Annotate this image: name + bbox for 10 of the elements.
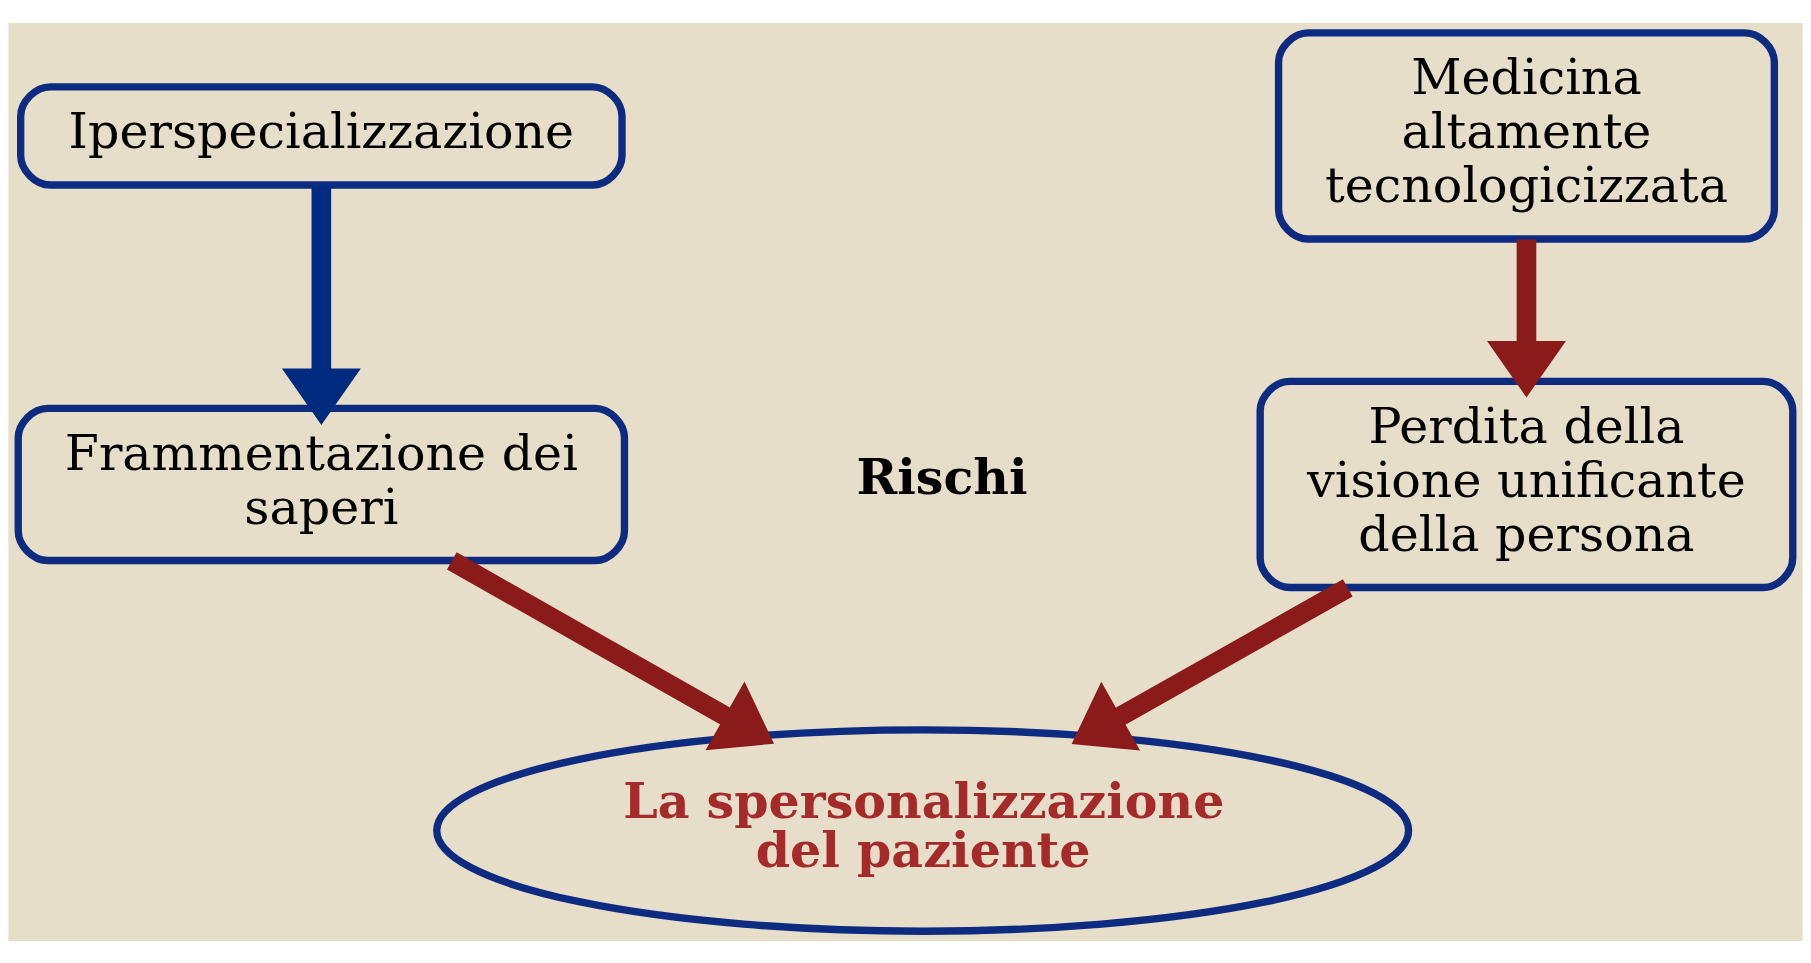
node-box: Frammentazione dei saperi bbox=[14, 404, 629, 564]
node-ellipse: La spersonalizzazione del paziente bbox=[433, 725, 1413, 935]
arrow bbox=[1487, 239, 1566, 397]
label: Rischi bbox=[856, 447, 1028, 506]
arrow bbox=[446, 551, 775, 750]
node-box: Iperspecializzazione bbox=[17, 82, 626, 189]
node-box: Perdita della visione unificante della persona bbox=[1256, 377, 1797, 591]
node-box: Medicina altamente tecnologicizzata bbox=[1274, 28, 1779, 243]
arrow bbox=[1071, 578, 1353, 751]
arrow bbox=[281, 184, 361, 425]
